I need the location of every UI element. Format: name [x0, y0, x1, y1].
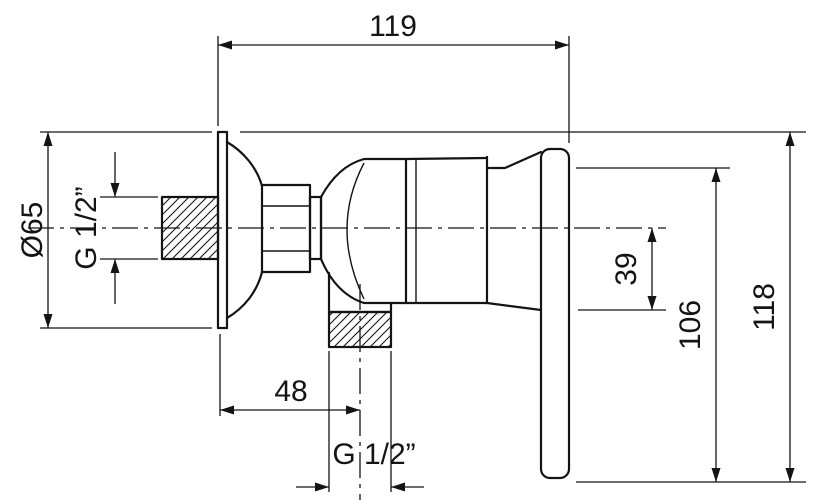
dim-label-wall-to-outlet: 48	[274, 375, 307, 408]
arrowhead	[110, 259, 120, 273]
valve-head	[485, 150, 543, 312]
head-bottom-edge	[485, 301, 543, 312]
dim-label-inlet-thread: G 1/2”	[70, 186, 103, 269]
dim-overall-height: 118	[240, 131, 806, 483]
dim-label-flange-diameter: Ø65	[16, 202, 49, 259]
dim-body-height: 106	[576, 167, 730, 482]
head-top-edge	[485, 150, 543, 170]
arrowhead	[647, 228, 657, 242]
dim-label-39: 39	[610, 252, 643, 285]
arrowhead	[43, 132, 53, 146]
arrowhead	[785, 468, 795, 482]
dim-top-width: 119	[217, 10, 570, 143]
body-top-profile	[319, 157, 408, 199]
dim-outlet-thread: G 1/2”	[296, 351, 424, 492]
handle-lever	[539, 147, 571, 480]
dim-label-outlet-thread: G 1/2”	[332, 438, 415, 471]
flange-cone-bottom	[225, 270, 264, 320]
arrowhead	[711, 168, 721, 182]
arrowhead	[785, 132, 795, 146]
flange-cone-top	[225, 140, 264, 188]
dim-label-118: 118	[748, 283, 781, 331]
shower-outlet	[327, 271, 393, 349]
dim-axis-to-body-bottom: 39	[578, 228, 666, 311]
body-sphere-contour	[346, 162, 365, 300]
mixer-body	[319, 157, 408, 305]
dim-inlet-thread: G 1/2”	[70, 152, 158, 304]
arrowhead	[346, 405, 360, 415]
dim-flange-diameter: Ø65	[16, 131, 212, 329]
dim-label-106: 106	[674, 300, 707, 350]
arrowhead	[110, 183, 120, 197]
arrowhead	[315, 482, 329, 492]
connector-nut	[260, 183, 312, 274]
arrowhead	[647, 296, 657, 310]
dim-wall-to-outlet: 48	[219, 334, 360, 416]
arrowhead	[220, 405, 234, 415]
arrowhead	[391, 482, 405, 492]
wall-flange	[216, 130, 264, 330]
dim-label-top-width: 119	[369, 10, 417, 43]
nut-outline	[260, 183, 312, 274]
outlet-thread-hatch	[329, 312, 391, 347]
cartridge-housing	[404, 155, 489, 305]
arrowhead	[555, 40, 569, 50]
body-bottom-profile	[319, 257, 408, 305]
arrowhead	[711, 468, 721, 482]
arrowhead	[218, 40, 232, 50]
inlet-thread-hatch	[162, 197, 218, 259]
handle-blade	[539, 147, 571, 480]
arrowhead	[43, 314, 53, 328]
